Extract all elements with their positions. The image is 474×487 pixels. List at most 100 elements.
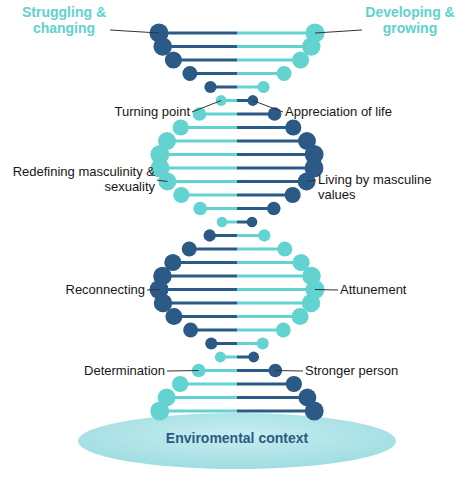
theme-label: Stronger person	[305, 363, 470, 378]
helix-node	[165, 51, 182, 68]
ellipse-shape	[78, 413, 396, 469]
theme-label: Determination	[10, 363, 165, 378]
theme-label: Redefining masculinity & sexuality	[5, 164, 155, 194]
helix-node	[158, 389, 176, 407]
helix-node	[192, 364, 206, 378]
base-pair-bar	[160, 153, 237, 156]
helix-node	[150, 24, 169, 43]
helix-node	[247, 217, 258, 228]
helix-node	[298, 173, 316, 191]
base-pair-bar	[159, 32, 237, 35]
helix-node	[150, 280, 169, 299]
helix-node	[150, 145, 169, 164]
leader-line	[307, 180, 316, 182]
base-pair-bar	[160, 410, 237, 413]
helix-node	[158, 132, 176, 150]
base-pair-bar	[237, 140, 307, 143]
base-pair-bar	[190, 72, 237, 75]
base-pair-bar	[163, 302, 237, 305]
theme-label: Appreciation of life	[285, 104, 470, 119]
base-pair-bar	[237, 383, 294, 386]
helix-node	[257, 81, 269, 93]
base-pair-bar	[167, 396, 237, 399]
helix-node	[292, 51, 309, 68]
helix-node	[172, 376, 188, 392]
helix-node	[286, 376, 302, 392]
base-pair-bar	[237, 234, 264, 237]
helix-node	[298, 132, 316, 150]
helix-node	[302, 294, 320, 312]
helix-node	[193, 202, 207, 216]
base-pair-bar	[237, 72, 284, 75]
base-pair-bar	[220, 356, 237, 359]
helix-node	[285, 119, 301, 135]
helix	[150, 24, 325, 421]
base-pair-bar	[211, 342, 237, 345]
helix-node	[305, 402, 324, 421]
helix-node	[276, 323, 291, 338]
leader-line	[167, 370, 199, 372]
base-pair-bar	[237, 153, 314, 156]
helix-node	[292, 308, 309, 325]
base-pair-bar	[180, 383, 237, 386]
base-pair-bar	[237, 86, 264, 89]
helix-node	[150, 402, 169, 421]
base-pair-bar	[237, 302, 311, 305]
helix-node	[173, 187, 189, 203]
helix-node	[173, 119, 189, 135]
base-pair-bar	[181, 126, 237, 129]
helix-node	[285, 187, 301, 203]
helix-node	[268, 107, 282, 121]
base-pair-bar	[174, 315, 237, 318]
base-pair-bar	[237, 248, 285, 251]
base-pair-bar	[173, 261, 237, 264]
base-pair-bar	[237, 261, 301, 264]
helix-node	[258, 229, 270, 241]
helix-node	[204, 229, 216, 241]
helix-node	[215, 352, 226, 363]
strand-heading: Developing & growing	[350, 4, 470, 36]
helix-node	[277, 66, 292, 81]
helix-node	[204, 81, 216, 93]
theme-label: Turning point	[60, 104, 190, 119]
helix-node	[183, 323, 198, 338]
base-pair-bar	[237, 32, 315, 35]
theme-label: Reconnecting	[20, 282, 145, 297]
helix-node	[293, 254, 310, 271]
leader-line	[110, 30, 159, 33]
base-pair-bar	[199, 113, 237, 116]
leader-line	[253, 101, 283, 113]
helix-node	[153, 267, 172, 286]
base-pair-bar	[237, 315, 300, 318]
base-pair-bar	[237, 113, 275, 116]
base-pair-bar	[237, 356, 254, 359]
helix-node	[267, 202, 281, 216]
base-pair-bar	[160, 167, 237, 170]
base-pair-bar	[237, 329, 283, 332]
base-pair-bar	[237, 59, 301, 62]
base-pair-bar	[159, 288, 237, 291]
leader-line	[315, 289, 338, 291]
theme-label: Living by masculine values	[318, 172, 468, 202]
base-pair-bar	[237, 194, 293, 197]
helix-node	[154, 294, 172, 312]
base-pair-bar	[163, 45, 237, 48]
strand-heading: Struggling & changing	[4, 4, 124, 36]
theme-label: Attunement	[340, 282, 470, 297]
context-ellipse: Enviromental context	[77, 412, 397, 470]
base-pair-bar	[237, 180, 307, 183]
base-pair-bar	[237, 342, 263, 345]
leader-line	[147, 289, 159, 291]
base-pair-bar	[237, 207, 274, 210]
helix-node	[302, 267, 321, 286]
leader-line	[275, 370, 303, 372]
node-label: Enviromental context	[77, 430, 397, 446]
base-pair-bar	[237, 126, 293, 129]
helix-node	[268, 364, 282, 378]
helix-node	[216, 95, 227, 106]
helix-node	[153, 37, 172, 56]
helix-node	[257, 337, 269, 349]
helix-node	[247, 95, 258, 106]
